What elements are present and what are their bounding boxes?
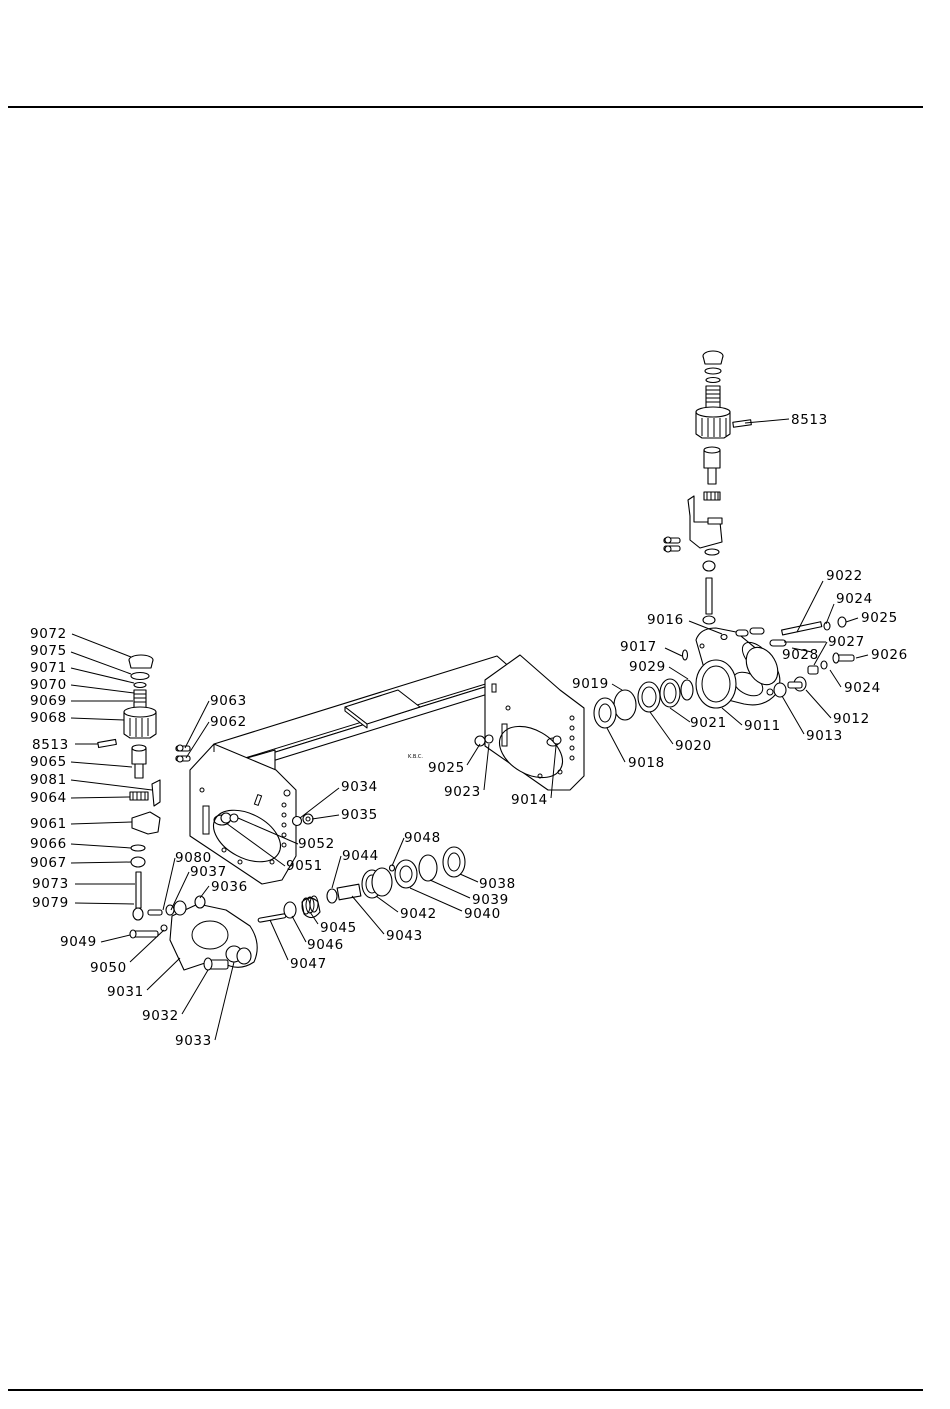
label-9035: 9035 <box>341 807 378 823</box>
label-9025-left: 9025 <box>428 760 465 776</box>
label-9019: 9019 <box>572 676 609 692</box>
label-9046: 9046 <box>307 937 344 953</box>
label-9045: 9045 <box>320 920 357 936</box>
leader-lines <box>70 418 869 1041</box>
label-9079: 9079 <box>32 895 69 911</box>
label-9072: 9072 <box>30 626 67 642</box>
label-9063: 9063 <box>210 693 247 709</box>
right-gearbox <box>593 616 855 729</box>
label-9044: 9044 <box>342 848 379 864</box>
label-9069: 9069 <box>30 693 67 709</box>
label-8513-top: 8513 <box>791 412 828 428</box>
label-9047: 9047 <box>290 956 327 972</box>
label-9048: 9048 <box>404 830 441 846</box>
right-vertical-assembly <box>663 350 752 625</box>
label-9071: 9071 <box>30 660 67 676</box>
label-9067: 9067 <box>30 855 67 871</box>
label-9066: 9066 <box>30 836 67 852</box>
label-9068: 9068 <box>30 710 67 726</box>
label-9025-right: 9025 <box>861 610 898 626</box>
label-9062: 9062 <box>210 714 247 730</box>
label-9052: 9052 <box>298 836 335 852</box>
center-shaft-assembly <box>257 846 466 923</box>
label-9021: 9021 <box>690 715 727 731</box>
frame-marking: K.B.C. <box>408 754 423 760</box>
label-9024-bottom: 9024 <box>844 680 881 696</box>
label-9065: 9065 <box>30 754 67 770</box>
label-9016: 9016 <box>647 612 684 628</box>
label-9022: 9022 <box>826 568 863 584</box>
label-9014: 9014 <box>511 792 548 808</box>
label-9064: 9064 <box>30 790 67 806</box>
label-9040: 9040 <box>464 906 501 922</box>
label-9012: 9012 <box>833 711 870 727</box>
label-9070: 9070 <box>30 677 67 693</box>
label-9051: 9051 <box>286 858 323 874</box>
label-9029: 9029 <box>629 659 666 675</box>
label-9020: 9020 <box>675 738 712 754</box>
label-9080: 9080 <box>175 850 212 866</box>
label-9011: 9011 <box>744 718 781 734</box>
label-9033: 9033 <box>175 1033 212 1049</box>
label-9024-top: 9024 <box>836 591 873 607</box>
label-9039: 9039 <box>472 892 509 908</box>
label-9023: 9023 <box>444 784 481 800</box>
label-9043: 9043 <box>386 928 423 944</box>
label-9036: 9036 <box>211 879 248 895</box>
left-gearbox <box>147 895 258 971</box>
label-9018: 9018 <box>628 755 665 771</box>
label-9061: 9061 <box>30 816 67 832</box>
main-frame: K.B.C. <box>189 654 585 885</box>
label-9032: 9032 <box>142 1008 179 1024</box>
label-9038: 9038 <box>479 876 516 892</box>
label-9028: 9028 <box>782 647 819 663</box>
label-9037: 9037 <box>190 864 227 880</box>
left-vertical-assembly <box>97 654 168 939</box>
label-9042: 9042 <box>400 906 437 922</box>
part-labels: 8513 9022 9024 9025 9016 9017 9027 9026 … <box>30 412 908 1049</box>
label-9050: 9050 <box>90 960 127 976</box>
label-9017: 9017 <box>620 639 657 655</box>
label-9073: 9073 <box>32 876 69 892</box>
label-9026: 9026 <box>871 647 908 663</box>
label-9081: 9081 <box>30 772 67 788</box>
label-9049: 9049 <box>60 934 97 950</box>
label-9075: 9075 <box>30 643 67 659</box>
frame-bolts <box>175 734 562 827</box>
label-9027: 9027 <box>828 634 865 650</box>
label-9034: 9034 <box>341 779 378 795</box>
label-9031: 9031 <box>107 984 144 1000</box>
label-8513-left: 8513 <box>32 737 69 753</box>
label-9013: 9013 <box>806 728 843 744</box>
